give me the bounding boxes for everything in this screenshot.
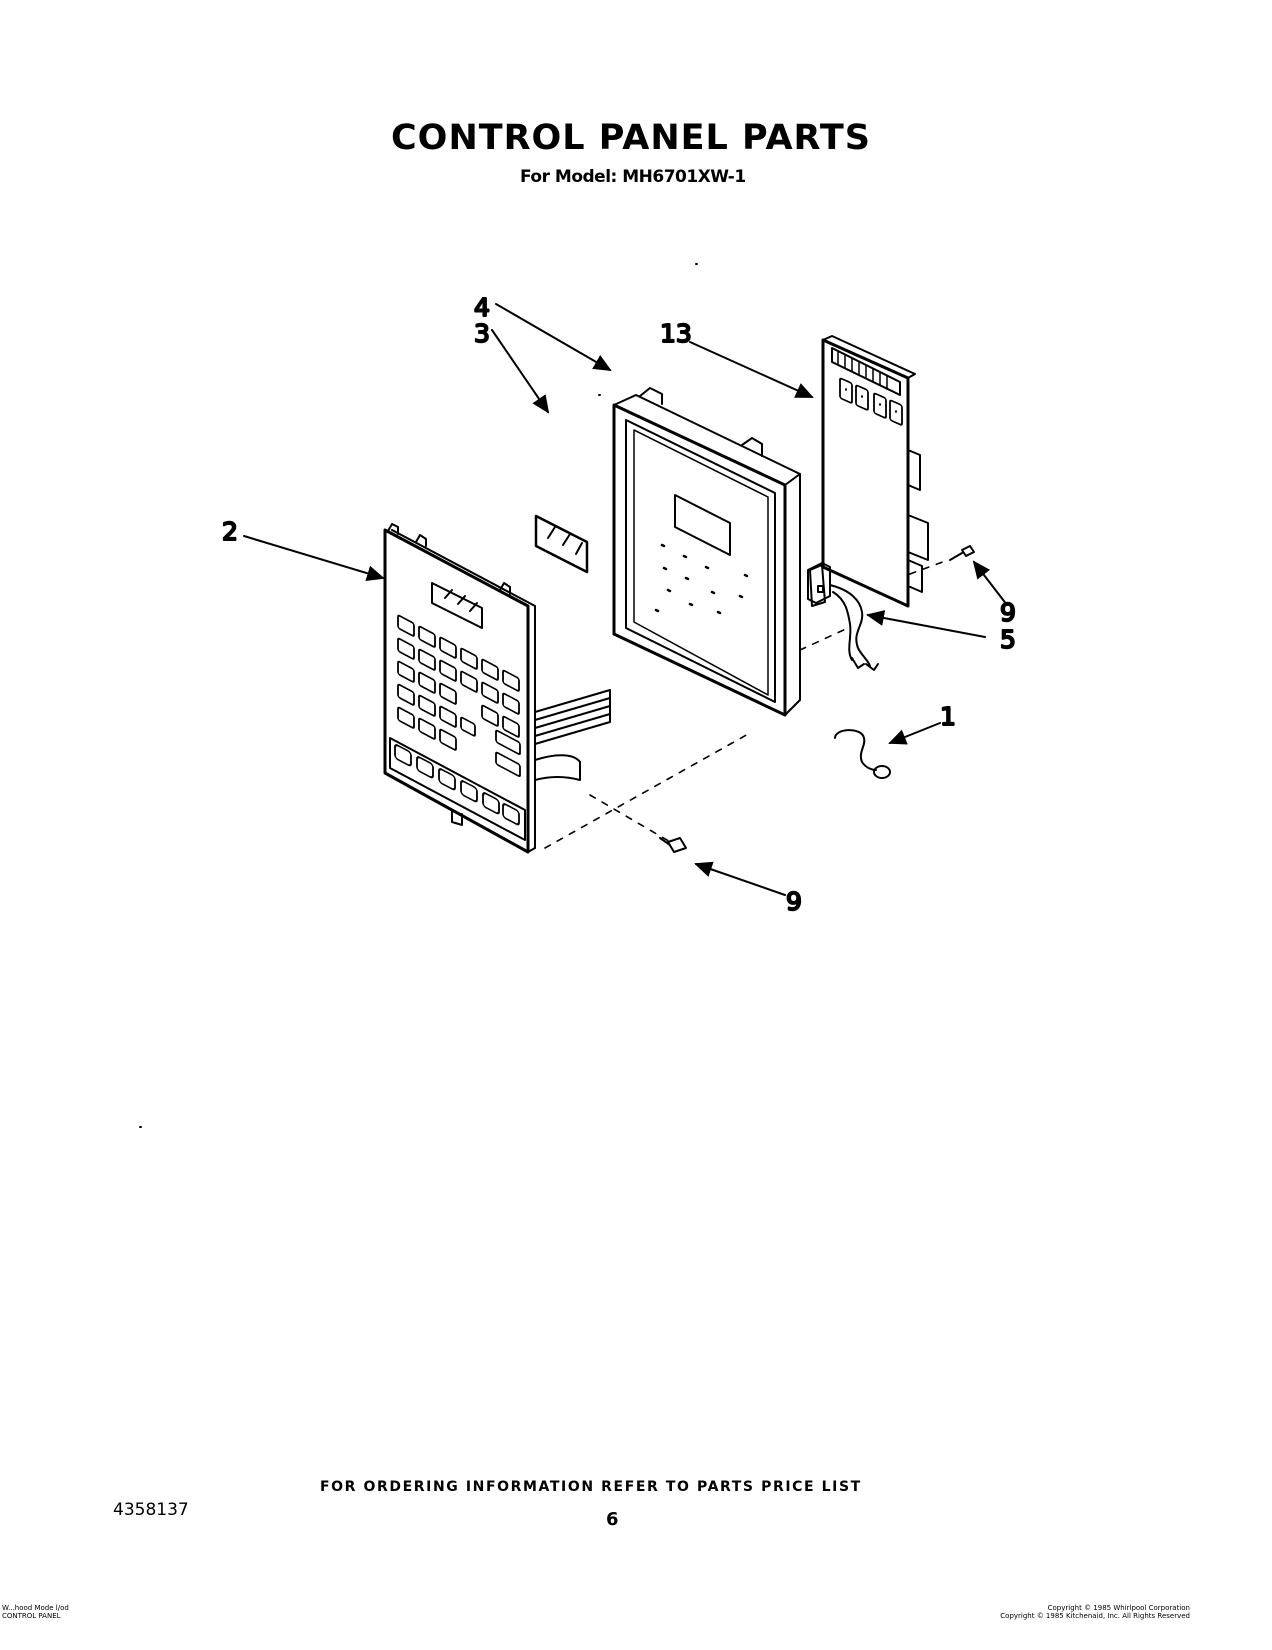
fine-print-left: W...hood Mode l/od CONTROL PANEL	[2, 1604, 69, 1620]
scan-specks	[139, 263, 698, 1128]
model-line: For Model: MH6701XW-1	[520, 167, 746, 187]
callout-13: 13	[660, 319, 692, 348]
part-13-control-board	[821, 335, 929, 608]
part-9-screw-right	[949, 545, 975, 561]
alignment-lines	[544, 559, 949, 849]
part-3-display-lens	[534, 514, 589, 574]
copyright-line-1: Copyright © 1985 Whirlpool Corporation	[1047, 1604, 1190, 1612]
fine-left-line-2: CONTROL PANEL	[2, 1612, 61, 1620]
callout-9-bottom: 9	[786, 887, 802, 916]
callout-2: 2	[222, 517, 238, 546]
document-number: 4358137	[113, 1500, 189, 1520]
callout-3: 3	[474, 319, 490, 348]
part-4-control-panel-frame	[612, 387, 826, 717]
page-number: 6	[606, 1509, 619, 1530]
page-title: CONTROL PANEL PARTS	[391, 118, 871, 158]
part-1-wire-loop	[834, 729, 891, 779]
copyright-line-2: Copyright © 1985 Kitchenaid, Inc. All Ri…	[1000, 1612, 1190, 1620]
ordering-note: FOR ORDERING INFORMATION REFER TO PARTS …	[320, 1479, 862, 1495]
callout-4: 4	[474, 293, 490, 322]
callout-5: 5	[1000, 625, 1016, 654]
fine-print-right: Copyright © 1985 Whirlpool Corporation C…	[1000, 1604, 1190, 1620]
part-5-wire-harness	[807, 562, 879, 671]
part-2-keypad-overlay	[383, 523, 611, 854]
callout-9-right: 9	[1000, 598, 1016, 627]
callout-1: 1	[940, 702, 956, 731]
part-9-screw-bottom	[659, 837, 687, 853]
fine-left-line-1: W...hood Mode l/od	[2, 1604, 69, 1612]
leader-lines	[243, 303, 1008, 896]
